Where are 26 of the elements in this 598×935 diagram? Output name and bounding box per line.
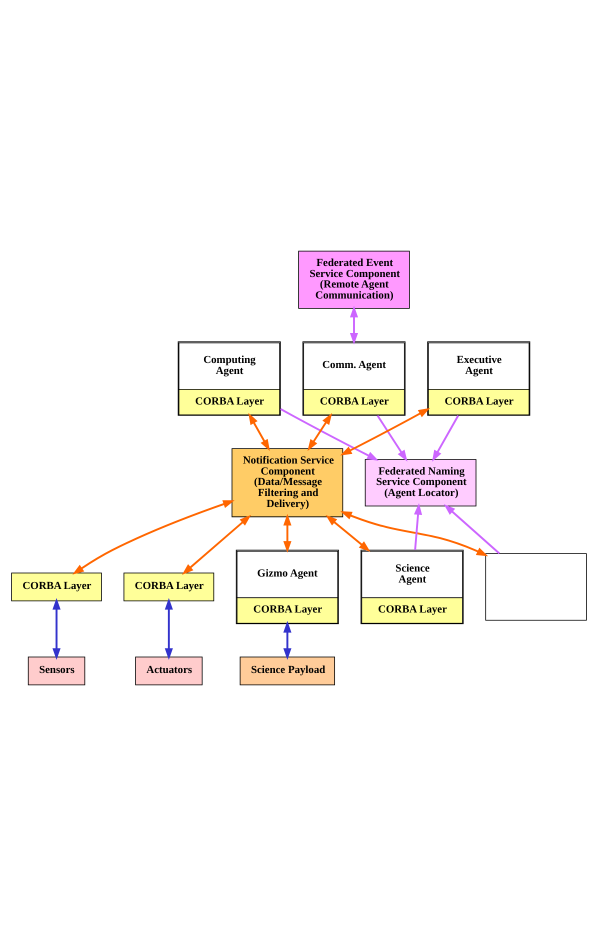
arrow bbox=[350, 305, 358, 344]
arrow bbox=[72, 500, 235, 574]
node-box bbox=[485, 552, 587, 620]
arrow bbox=[432, 414, 460, 462]
arrow bbox=[182, 514, 252, 574]
arrow bbox=[444, 504, 500, 554]
node-box: Actuators bbox=[135, 656, 203, 685]
arrow bbox=[283, 620, 292, 660]
arrow bbox=[340, 510, 488, 556]
arrow bbox=[164, 598, 173, 660]
arrow bbox=[52, 598, 61, 660]
node-box: Sensors bbox=[28, 656, 86, 685]
arrow bbox=[308, 412, 332, 450]
node-box: Science Payload bbox=[240, 656, 336, 685]
arrow bbox=[248, 412, 270, 451]
arrow bbox=[414, 502, 422, 550]
arrow bbox=[340, 407, 430, 456]
arrow bbox=[280, 408, 379, 460]
arrow bbox=[326, 514, 370, 552]
arrow bbox=[376, 414, 408, 462]
node-box: CORBA Layer bbox=[11, 572, 102, 601]
node-box: Federated Event Service Component (Remote Agent Communication) bbox=[298, 250, 410, 308]
arrow bbox=[283, 513, 292, 552]
node-box: Federated Naming Service Component (Agent Locator) bbox=[364, 458, 476, 506]
node-box: Notification Service Component (Data/Message Filtering and Delivery) bbox=[232, 448, 344, 517]
node-box: CORBA Layer bbox=[124, 572, 214, 601]
